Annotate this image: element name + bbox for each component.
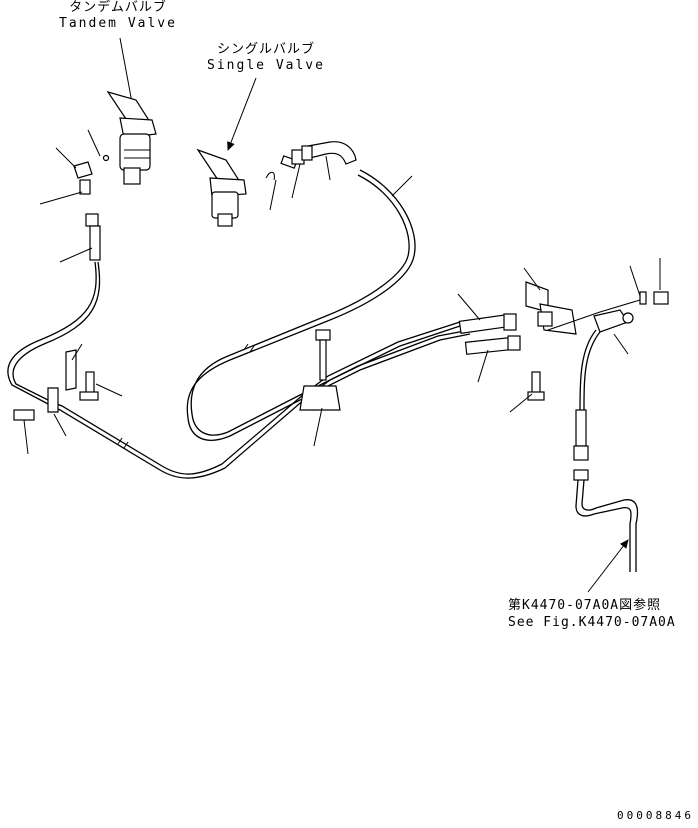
clamps-and-bolts [13,329,545,421]
elbow-fittings [280,141,357,169]
single-valve-label-en: Single Valve [207,58,325,73]
hose-right-down [579,329,597,411]
right-hose-fitting [573,445,589,461]
tandem-valve-label-en: Tandem Valve [59,16,177,31]
single-valve-leader [227,77,257,151]
valve-block [525,281,634,335]
tandem-valve-leader [119,37,136,109]
break-mark-left [117,437,129,449]
hose-upper-loop-inner [190,174,471,436]
document-number: 00008846 [617,809,694,822]
single-valve-label-jp: シングルバルブ [216,42,315,57]
pipe-to-next-figure [575,479,632,572]
hose-ends [458,313,521,355]
pipe-fitting-lower [573,469,589,481]
right-hose-end-upper [575,409,587,447]
break-mark-mid [243,343,255,353]
right-fittings [639,291,669,305]
single-valve [196,148,275,227]
callout-leaders [23,129,661,455]
main-hose-left-inner [12,261,461,475]
left-fittings [73,161,101,261]
tandem-valve-label-jp: タンデムバルブ [69,0,167,15]
hose-right-down-inner [583,331,601,411]
main-hose-left [7,261,461,479]
see-figure-leader [587,539,629,593]
see-figure-label-en: See Fig.K4470-07A0A [508,615,676,630]
pipe-to-next-figure-inner [581,479,639,572]
hose-upper-loop [186,169,471,441]
see-figure-label-jp: 第K4470-07A0A図参照 [508,598,662,613]
tandem-valve [102,90,157,185]
